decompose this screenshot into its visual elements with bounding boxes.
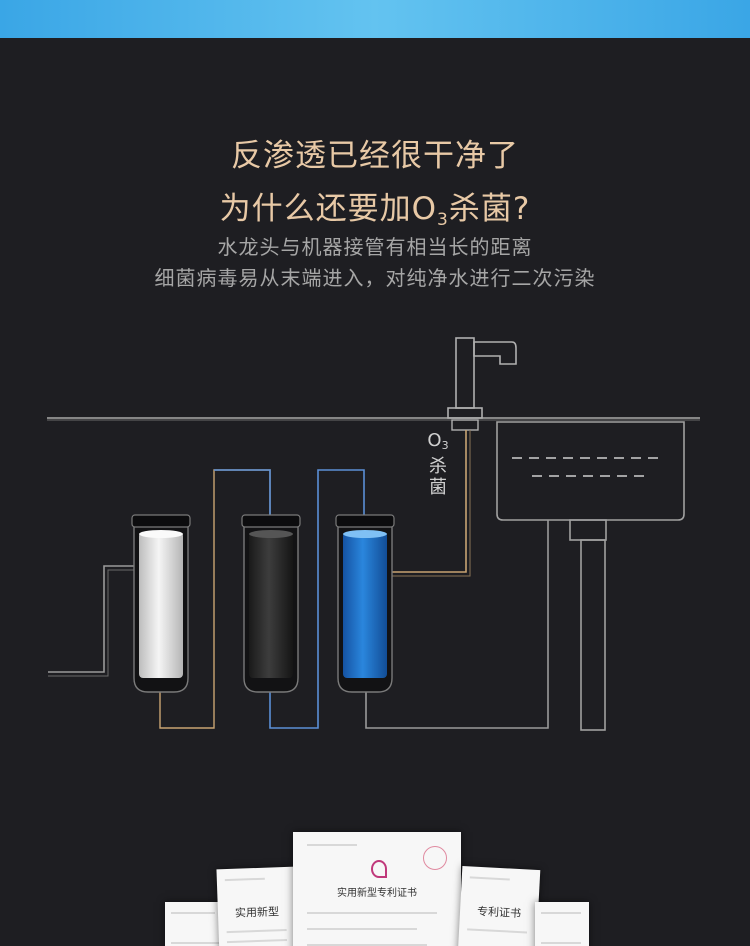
o3-label-subscript: 3: [441, 439, 449, 452]
certificate-far-right: [535, 902, 589, 946]
water-purifier-diagram: [47, 337, 700, 731]
certificate-center-title: 实用新型专利证书: [337, 888, 417, 899]
official-seal-icon: [423, 846, 447, 870]
headline-line2-prefix: 为什么还要加O: [219, 191, 438, 227]
pipe-filter3-to-faucet: [390, 430, 467, 573]
patent-logo-icon: [369, 858, 387, 878]
top-banner-strip: [0, 0, 750, 38]
certificate-left-title: 实用新型: [234, 905, 280, 920]
filter-cartridge-2: [241, 514, 301, 693]
drain-pipe: [580, 539, 606, 731]
filter-cartridge-1: [131, 514, 191, 693]
headline-line2-subscript: 3: [437, 210, 449, 230]
filter-cartridge-3: [335, 514, 395, 693]
pipe-filter3-to-faucet-inner: [390, 430, 471, 577]
patent-certificates: 实用新型 实用新型专利证书 专利证书: [0, 820, 750, 946]
subtitle-line2: 细菌病毒易从末端进入，对纯净水进行二次污染: [154, 266, 596, 290]
waste-pipe: [365, 520, 549, 729]
certificate-right: 专利证书: [457, 866, 541, 946]
o3-sterilize-label: O3 杀菌: [425, 430, 451, 498]
o3-label-main: O: [427, 430, 442, 451]
sink-basin: [496, 421, 685, 521]
headline-line1: 反渗透已经很干净了: [231, 138, 519, 174]
pipe-filter1-filter2-top: [214, 469, 271, 516]
o3-label-char1: 杀: [429, 456, 447, 477]
o3-label-char2: 菌: [429, 477, 447, 498]
inlet-pipe: [48, 565, 134, 673]
inlet-pipe-inner: [48, 569, 134, 677]
faucet-icon: [447, 337, 517, 431]
pipe-filter2-to-filter3: [269, 469, 365, 729]
certificate-left: 实用新型: [216, 866, 298, 946]
headline-line2: 为什么还要加O3杀菌?: [0, 183, 750, 230]
certificate-right-title: 专利证书: [476, 904, 522, 921]
certificate-far-left: [165, 902, 225, 946]
headline-line2-suffix: 杀菌?: [448, 191, 531, 227]
subtitle-line1: 水龙头与机器接管有相当长的距离: [217, 235, 533, 259]
drain-flange: [569, 519, 607, 541]
certificate-center: 实用新型专利证书: [293, 832, 461, 946]
